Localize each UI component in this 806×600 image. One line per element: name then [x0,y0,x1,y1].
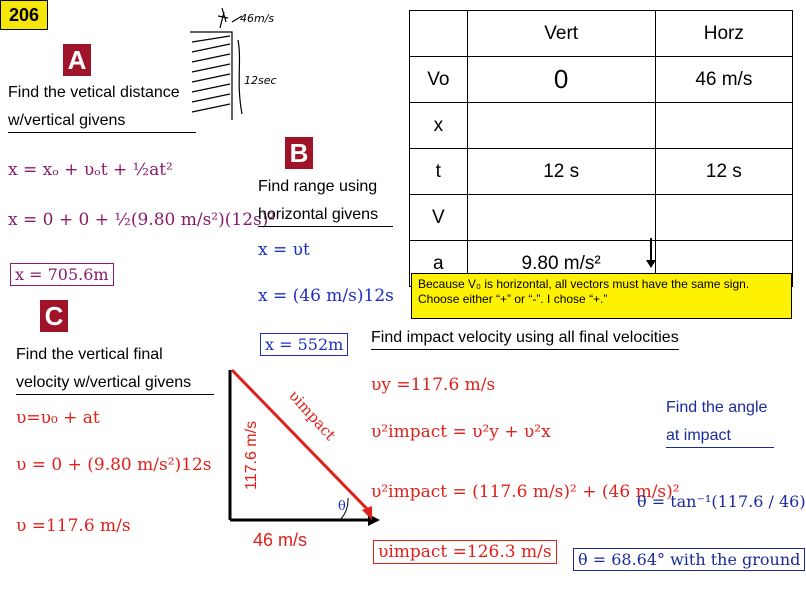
table-cell [466,102,656,149]
table-cell: Vo [409,56,468,103]
section-b-result: x = 552m [260,333,349,356]
sketch-speed: 46m/s [240,12,274,25]
table-cell: t [409,148,468,195]
table-row: V [409,194,794,241]
angle-heading-line1: Find the angle [666,399,768,416]
section-b-badge: B [285,137,313,169]
section-c-eq1: υ=υ₀ + at [16,408,100,428]
table-header-cell [409,10,468,57]
section-a-result: x = 705.6m [10,263,114,286]
angle-heading: Find the angle at impact [666,397,774,448]
impact-eq2: υ²impact = υ²y + υ²x [371,422,551,442]
table-header-row: Vert Horz [409,10,794,57]
section-a-eq1: x = xₒ + υₒt + ½at² [8,160,173,180]
section-c-heading-line2: velocity w/vertical givens [16,372,214,395]
section-a-heading-line2: w/vertical givens [8,110,196,133]
table-row: x [409,102,794,149]
table-cell: 12 s [654,148,794,195]
section-b-eq2: x = (46 m/s)12s [258,286,394,306]
impact-heading: Find impact velocity using all final vel… [371,327,679,350]
angle-eq: θ = tan⁻¹(117.6 / 46) [637,492,806,511]
section-c-badge: C [40,300,68,332]
section-a-badge: A [63,44,91,76]
section-a-heading: Find the vetical distance w/vertical giv… [8,82,196,133]
sketch-time: 12sec [244,74,277,87]
impact-eq3: υ²impact = (117.6 m/s)² + (46 m/s)² [371,482,680,502]
section-c-heading-line1: Find the vertical final [16,346,163,363]
angle-heading-line2: at impact [666,425,774,448]
section-b-heading-line2: horizontal givens [258,204,393,227]
angle-label: θ [338,499,346,514]
section-a-heading-line1: Find the vetical distance [8,84,180,101]
table-cell [466,194,656,241]
hyp-label: υimpact [285,387,339,444]
impact-vector [230,368,372,514]
table-row: Vo 0 46 m/s [409,56,794,103]
table-header-cell: Horz [654,10,794,57]
section-b-heading: Find range using horizontal givens [258,176,393,227]
impact-eq1: υy =117.6 m/s [371,375,496,395]
velocity-triangle: θ 117.6 m/s υimpact [228,368,380,526]
impact-heading-text: Find impact velocity using all final vel… [371,327,679,350]
givens-table: Vert Horz Vo 0 46 m/s x t 12 s 12 s V a … [409,10,794,335]
table-cell: 12 s [466,148,656,195]
section-c-eq2: υ = 0 + (9.80 m/s²)12s [16,455,212,475]
table-row: t 12 s 12 s [409,148,794,195]
table-cell [654,194,794,241]
section-b-eq1: x = υt [258,240,310,260]
horizontal-label: 46 m/s [253,530,308,550]
section-c-heading: Find the vertical final velocity w/verti… [16,344,214,395]
table-cell: 46 m/s [654,56,794,103]
table-header-cell: Vert [466,10,656,57]
table-cell [654,102,794,149]
section-b-heading-line1: Find range using [258,178,378,195]
cliff-sketch: 46m/s 12sec [190,7,277,120]
table-cell: x [409,102,468,149]
impact-result: υimpact =126.3 m/s [373,540,557,564]
table-cell: V [409,194,468,241]
angle-result: θ = 68.64° with the ground [573,548,806,571]
sign-note: Because V₀ is horizontal, all vectors mu… [411,273,792,319]
table-cell: 0 [466,56,656,103]
down-arrow-icon [646,238,656,268]
vertical-label: 117.6 m/s [243,421,260,490]
section-a-eq2: x = 0 + 0 + ½(9.80 m/s²)(12s)² [8,210,276,230]
slide-number: 206 [0,0,48,30]
section-c-eq3: υ =117.6 m/s [16,516,131,536]
